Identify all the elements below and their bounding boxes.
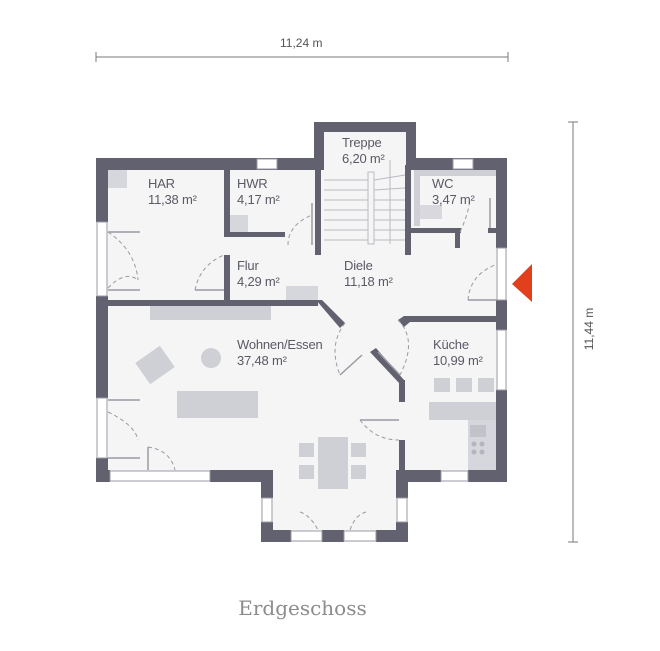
entrance-arrow-icon [512,264,532,302]
hwr-appliance [230,215,248,232]
door-leaves [108,198,497,470]
flur-wardrobe [286,286,318,300]
width-dimension-line [95,52,509,62]
room-treppe: Treppe 6,20 m² [342,135,385,167]
armchair [135,345,175,385]
room-area: 4,29 m² [237,274,280,289]
room-diele: Diele 11,18 m² [344,258,393,290]
room-kueche: Küche 10,99 m² [433,337,483,369]
depth-dimension-label: 11,44 m [582,307,597,351]
room-area: 10,99 m² [433,353,483,368]
dining-chair [299,443,314,457]
floor-caption: Erdgeschoss [238,596,367,620]
room-name: HWR [237,176,268,191]
room-wc: WC 3,47 m² [432,176,475,208]
room-area: 3,47 m² [432,192,475,207]
depth-dimension-line [568,121,578,543]
stove-burners [470,425,486,455]
width-dimension-label: 11,24 m [280,36,323,50]
dining-table [318,437,348,489]
wc-toilet-icon [420,205,442,219]
room-name: Flur [237,258,259,273]
room-area: 37,48 m² [237,353,287,368]
room-name: WC [432,176,454,191]
room-name: HAR [148,176,175,191]
room-name: Diele [344,258,373,273]
door-swings [107,199,496,531]
wc-lining-side [414,176,420,226]
bar-stool [456,378,472,392]
dining-chair [351,465,366,479]
wc-lining [414,170,496,176]
windows [96,158,507,542]
room-area: 11,18 m² [344,274,393,289]
sofa [177,391,258,418]
room-har: HAR 11,38 m² [148,176,197,208]
room-area: 11,38 m² [148,192,197,207]
room-area: 4,17 m² [237,192,280,207]
side-table [201,348,221,368]
sideboard [150,306,271,320]
bar-stool [434,378,450,392]
har-storage [108,170,127,188]
kitchen-island [429,402,496,420]
room-flur: Flur 4,29 m² [237,258,280,290]
room-area: 6,20 m² [342,151,385,166]
bar-stool [478,378,494,392]
room-name: Wohnen/Essen [237,337,323,352]
dining-chair [299,465,314,479]
room-name: Küche [433,337,469,352]
room-name: Treppe [342,135,382,150]
room-wohnen-essen: Wohnen/Essen 37,48 m² [237,337,323,369]
staircase [324,160,406,245]
room-hwr: HWR 4,17 m² [237,176,280,208]
interior-walls [106,165,498,480]
dining-chair [351,443,366,457]
